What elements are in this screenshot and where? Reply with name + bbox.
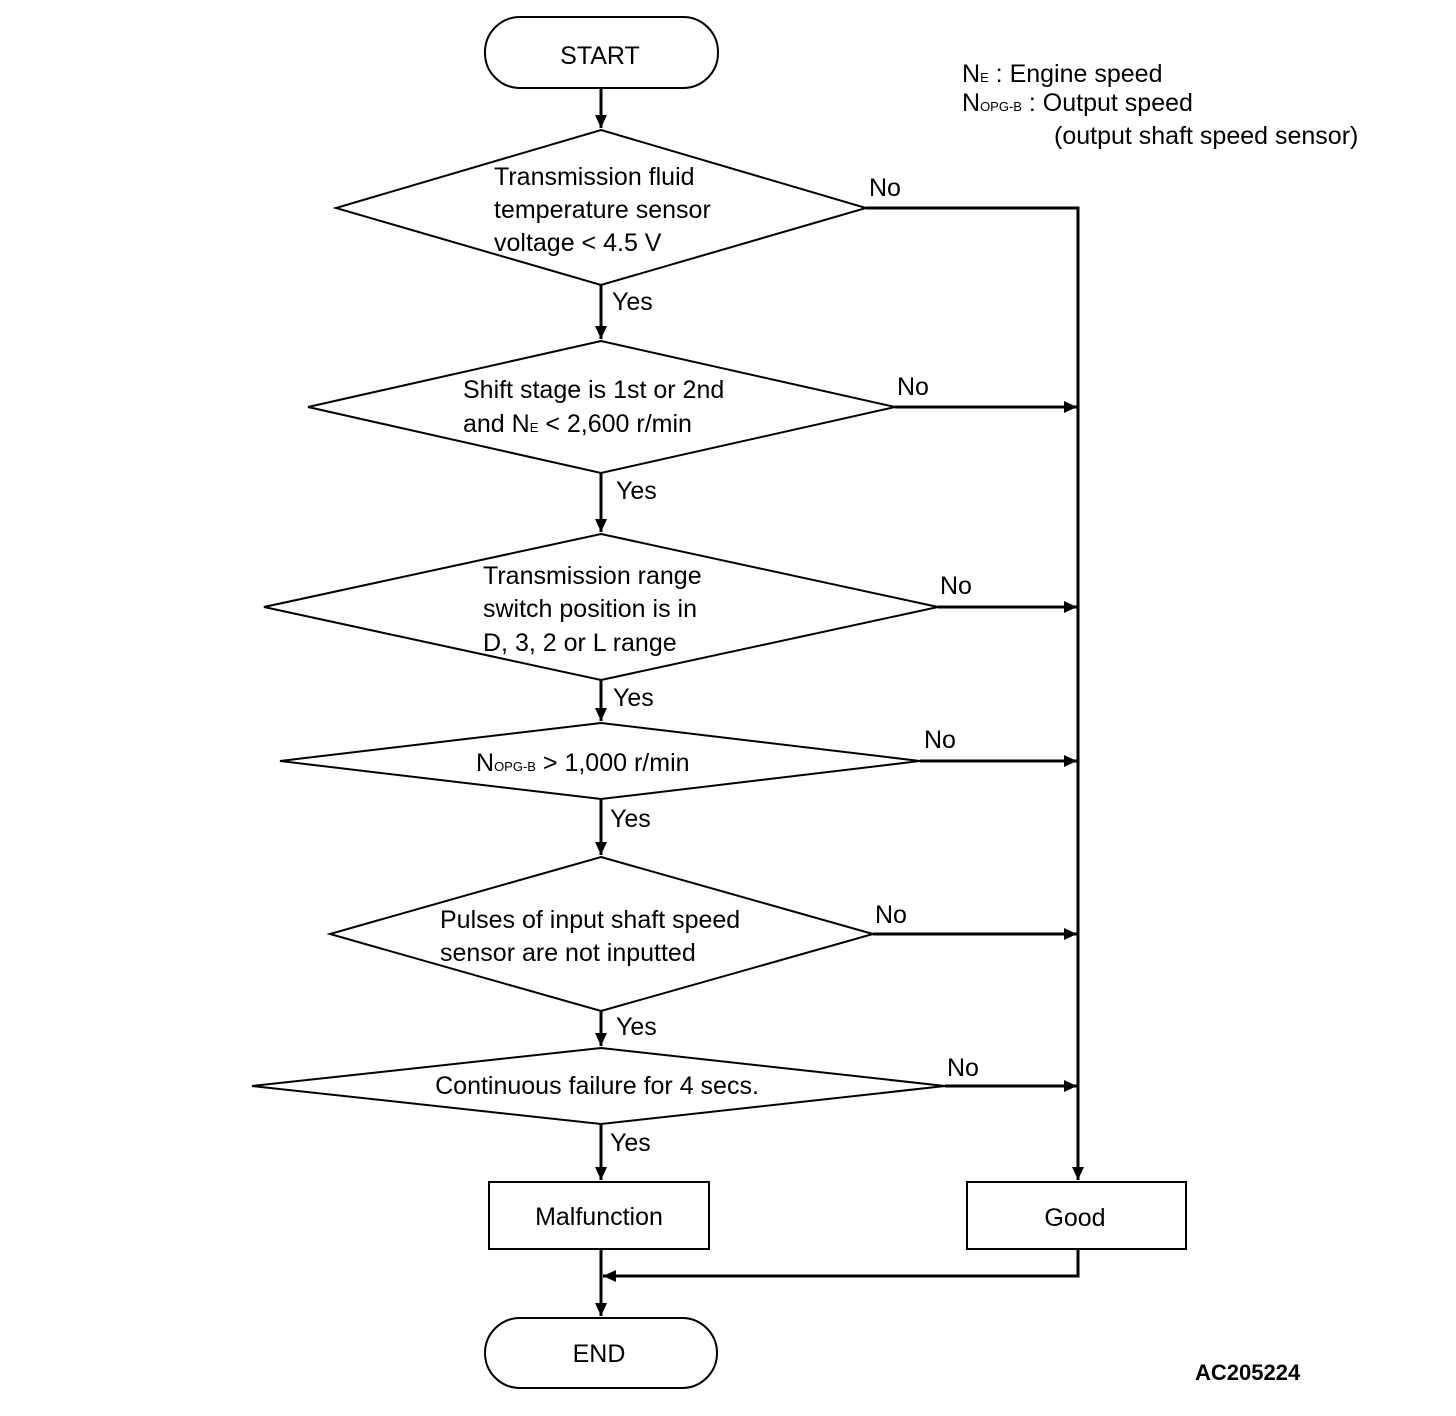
decision-input-pulses-line-1: Pulses of input shaft speed (440, 906, 740, 934)
malfunction-label: Malfunction (535, 1203, 663, 1231)
yes-label-3: Yes (613, 684, 654, 712)
legend-ne: NE : Engine speed (962, 60, 1162, 88)
decision-range-switch: Transmission range switch position is in… (263, 532, 939, 682)
legend: NE : Engine speed NOPG-B : Output speed … (962, 60, 1358, 150)
good-label: Good (1044, 1204, 1105, 1232)
no-label-5: No (875, 901, 907, 929)
legend-nopg-desc: (output shaft speed sensor) (1054, 122, 1358, 150)
no-label-2: No (897, 373, 929, 401)
decision-range-switch-line-3: D, 3, 2 or L range (483, 629, 677, 657)
no-label-4: No (924, 726, 956, 754)
decision-continuous-failure: Continuous failure for 4 secs. (251, 1046, 946, 1126)
no-label-1: No (869, 174, 901, 202)
malfunction-box: Malfunction (488, 1181, 710, 1250)
decision-shift-stage-line-1: Shift stage is 1st or 2nd (463, 376, 724, 404)
decision-shift-stage: Shift stage is 1st or 2nd and NE < 2,600… (307, 339, 896, 475)
yes-label-1: Yes (612, 288, 653, 316)
yes-label-4: Yes (610, 805, 651, 833)
decision-shift-stage-line-2: and NE < 2,600 r/min (463, 410, 692, 438)
decision-continuous-failure-label: Continuous failure for 4 secs. (435, 1072, 759, 1100)
legend-nopg: NOPG-B : Output speed (962, 89, 1193, 117)
yes-label-6: Yes (610, 1129, 651, 1157)
decision-output-speed: NOPG-B > 1,000 r/min (279, 721, 921, 801)
no-trunk-line (866, 206, 1084, 1180)
figure-code: AC205224 (1195, 1360, 1301, 1385)
decision-fluid-temp: Transmission fluid temperature sensor vo… (332, 128, 870, 287)
decision-input-pulses-line-2: sensor are not inputted (440, 939, 696, 967)
no-label-6: No (947, 1054, 979, 1082)
decision-range-switch-line-2: switch position is in (483, 595, 697, 623)
end-node: END (484, 1317, 718, 1389)
decision-fluid-temp-line-3: voltage < 4.5 V (494, 229, 662, 257)
start-label: START (560, 42, 640, 70)
decision-range-switch-line-1: Transmission range (483, 562, 702, 590)
good-box: Good (966, 1181, 1187, 1250)
yes-label-2: Yes (616, 477, 657, 505)
decision-output-speed-label: NOPG-B > 1,000 r/min (476, 749, 690, 777)
decision-fluid-temp-line-1: Transmission fluid (494, 163, 695, 191)
no-label-3: No (940, 572, 972, 600)
end-label: END (573, 1340, 626, 1368)
decision-fluid-temp-line-2: temperature sensor (494, 196, 711, 224)
yes-label-5: Yes (616, 1013, 657, 1041)
start-node: START (484, 16, 719, 89)
arrow-good-merge (603, 1250, 1080, 1282)
decision-input-pulses: Pulses of input shaft speed sensor are n… (326, 855, 877, 1013)
